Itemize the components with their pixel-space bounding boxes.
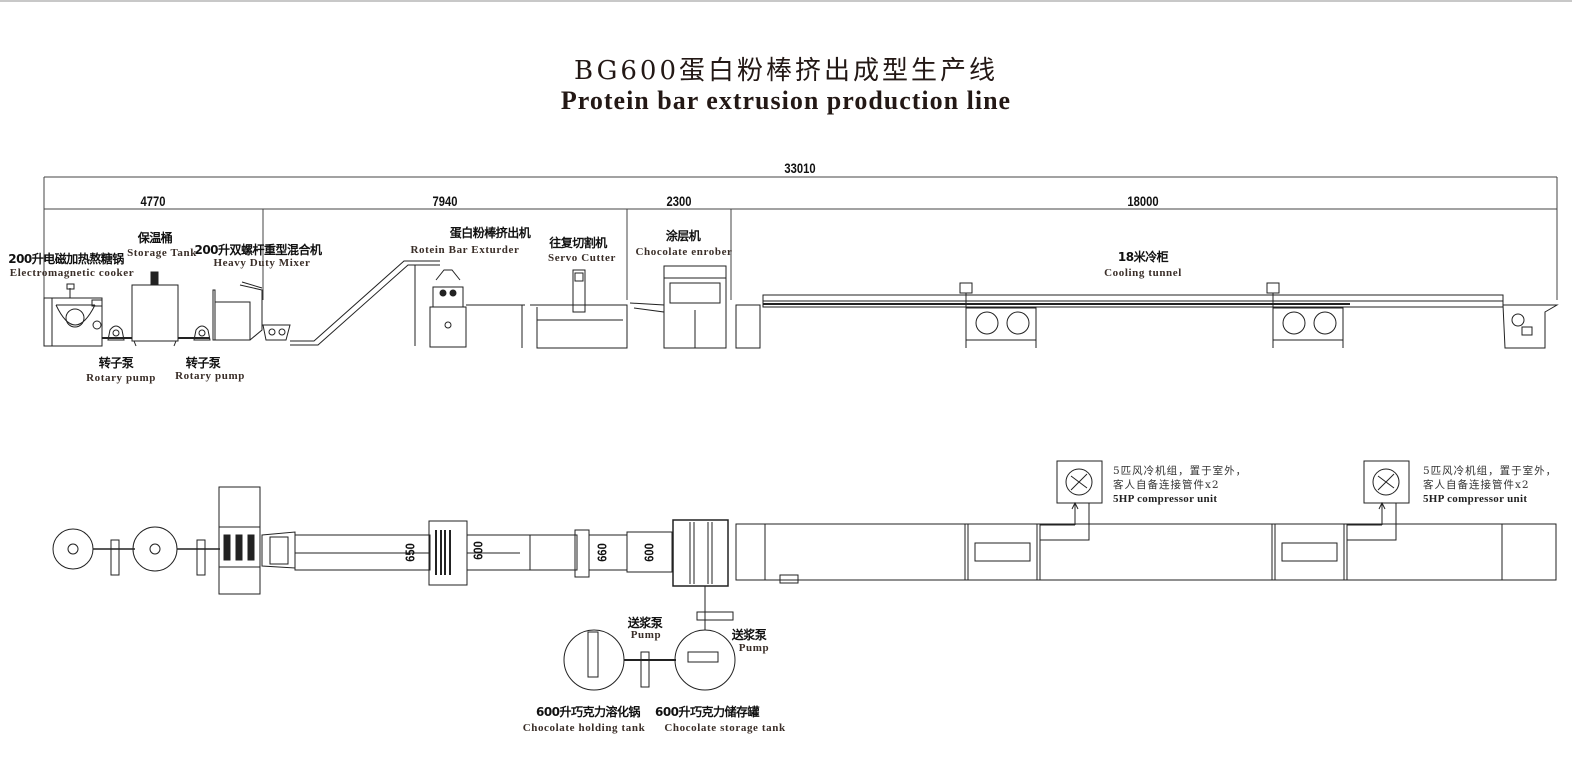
pump-4-label-en: Pump [738, 642, 770, 654]
plan-view-extruder [428, 520, 673, 586]
holding-tank-label-en: Chocolate holding tank [522, 722, 646, 734]
cutter-label-en: Servo Cutter [548, 252, 616, 264]
mixer-label-en: Heavy Duty Mixer [213, 257, 311, 269]
storage-tank-choc-label-en: Chocolate storage tank [664, 722, 786, 734]
compressor-note-1-en: 5HP compressor unit [1113, 493, 1218, 505]
electromagnetic-cooker [43, 283, 103, 347]
title-english: Protein bar extrusion production line [560, 86, 1012, 115]
plan-view-cooling-tunnel [735, 523, 1557, 584]
width-label-650: 650 [402, 543, 418, 562]
dimension-section-1: 4770 [140, 193, 166, 209]
dimension-section-2: 7940 [432, 193, 458, 209]
compressor-note-2: 5匹风冷机组，置于室外， 客人自备连接管件x2 5HP compressor u… [1423, 464, 1557, 506]
storage-tank-choc-label-cn: 600升巧克力储存罐 [654, 705, 760, 719]
cooling-tunnel-label-cn: 18米冷柜 [1117, 250, 1169, 264]
compressor-note-1-line2: 客人自备连接管件x2 [1113, 479, 1220, 491]
compressor-note-1-line1: 5匹风冷机组，置于室外， [1113, 465, 1248, 477]
compressor-unit-2 [1347, 460, 1410, 541]
cooling-tunnel-label-en: Cooling tunnel [1104, 267, 1182, 279]
dimension-frame [43, 176, 1558, 300]
chocolate-tanks [563, 586, 736, 691]
extruder-label-cn: 蛋白粉棒挤出机 [449, 226, 531, 240]
chocolate-enrober [629, 265, 761, 349]
rotary-pump-1 [102, 325, 132, 341]
dimension-section-4: 18000 [1127, 193, 1159, 209]
extruder-label-en: Rotein Bar Exturder [410, 244, 520, 256]
compressor-note-2-line1: 5匹风冷机组，置于室外， [1423, 465, 1558, 477]
dimension-total: 33010 [784, 160, 816, 176]
pump-2-label-en: Rotary pump [175, 370, 245, 382]
top-border [0, 0, 1572, 2]
cooker-label-en: Electromagnetic cooker [9, 267, 135, 279]
pump-1-label-en: Rotary pump [86, 372, 156, 384]
servo-cutter [530, 269, 628, 349]
plan-view-enrober [672, 519, 729, 587]
heavy-duty-mixer [212, 281, 291, 341]
storage-tank [131, 271, 179, 347]
mixer-label-cn: 200升双螺杆重型混合机 [194, 243, 322, 257]
inclined-conveyor [290, 260, 440, 346]
cooling-tunnel-side [762, 282, 1559, 349]
dimension-section-3: 2300 [666, 193, 692, 209]
pump-3-label-en: Pump [630, 629, 662, 641]
protein-bar-extruder [429, 269, 525, 348]
enrober-label-en: Chocolate enrober [635, 246, 733, 258]
pump-3-label-cn: 送浆泵 [627, 616, 663, 630]
pump-4-label-cn: 送浆泵 [731, 628, 767, 642]
width-label-600-a: 600 [470, 541, 486, 560]
cooker-label-cn: 200升电磁加热熬糖锅 [8, 252, 124, 266]
compressor-note-2-line2: 客人自备连接管件x2 [1423, 479, 1530, 491]
rotary-pump-2 [178, 325, 211, 341]
width-label-660: 660 [594, 543, 610, 562]
plan-view-feed [52, 486, 431, 595]
enrober-label-cn: 涂层机 [665, 229, 701, 243]
cutter-label-cn: 往复切割机 [549, 236, 607, 250]
storage-tank-label-cn: 保温桶 [137, 231, 173, 245]
pump-2-label-cn: 转子泵 [185, 356, 221, 370]
compressor-note-2-en: 5HP compressor unit [1423, 493, 1528, 505]
title-chinese: BG600蛋白粉棒挤出成型生产线 [574, 56, 998, 86]
compressor-note-1: 5匹风冷机组，置于室外， 客人自备连接管件x2 5HP compressor u… [1113, 464, 1247, 506]
compressor-unit-1 [1040, 460, 1103, 541]
storage-tank-label-en: Storage Tank [127, 247, 197, 259]
pump-1-label-cn: 转子泵 [98, 356, 134, 370]
holding-tank-label-cn: 600升巧克力溶化锅 [535, 705, 641, 719]
width-label-600-b: 600 [641, 543, 657, 562]
